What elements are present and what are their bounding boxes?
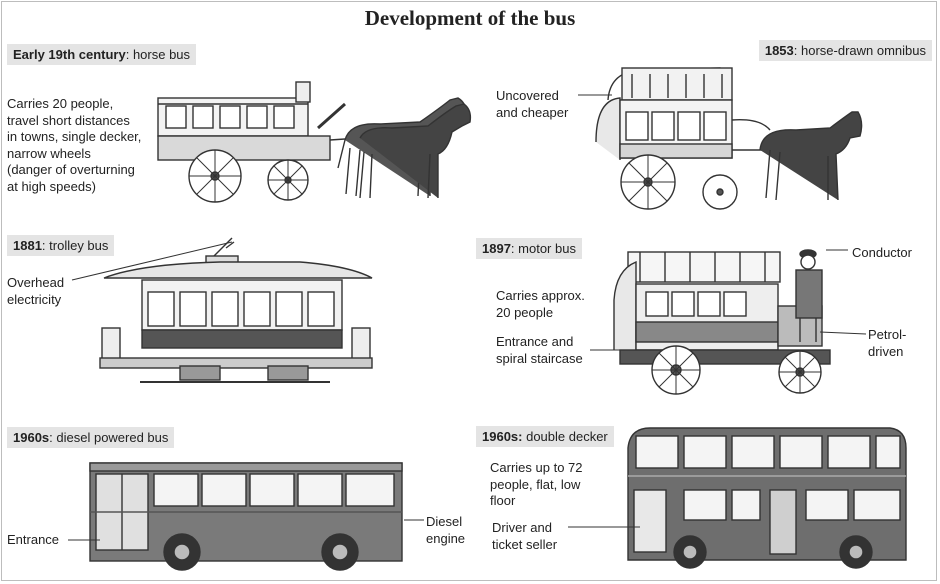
double-decker-name: double decker: [522, 429, 608, 444]
horse-bus-tag: Early 19th century: horse bus: [7, 44, 197, 65]
horse-bus-name: : horse bus: [125, 47, 191, 62]
note-line: travel short distances: [7, 112, 130, 128]
trolley-bus-name: : trolley bus: [41, 238, 109, 253]
diesel-bus-period: 1960s: [13, 430, 50, 445]
note-line: electricity: [7, 291, 62, 307]
leader-lines: [68, 94, 867, 541]
note-line: in towns, single decker,: [7, 129, 142, 144]
note-line: Uncovered: [496, 88, 559, 103]
diesel-bus-name: : diesel powered bus: [49, 430, 169, 445]
horse-bus-notes: Carries 20 people, travel short distance…: [7, 96, 141, 195]
note-line: Driver and: [492, 520, 552, 535]
double-decker-tag: 1960s: double decker: [476, 426, 614, 447]
omnibus-notes: Uncovered and cheaper: [496, 88, 568, 121]
note-line: Overhead: [7, 275, 65, 290]
double-decker-illustration: [627, 427, 907, 569]
horse-bus-period: Early 19th century: [13, 47, 126, 62]
horse-bus-illustration: [157, 81, 472, 203]
note-line: Conductor: [852, 245, 912, 260]
omnibus-period: 1853: [764, 43, 794, 58]
omnibus-tag: 1853: horse-drawn omnibus: [758, 40, 932, 61]
motor-bus-name: : motor bus: [510, 241, 576, 256]
trolley-bus-period: 1881: [13, 238, 42, 253]
note-line: Petrol-: [868, 327, 907, 342]
note-line: Entrance and: [496, 334, 574, 349]
note-line: ticket seller: [492, 536, 558, 552]
note-line: (danger of overturning: [7, 162, 135, 177]
motor-bus-period: 1897: [482, 241, 511, 256]
note-line: Entrance: [7, 532, 60, 547]
diesel-bus-engine: Diesel engine: [426, 514, 465, 547]
note-line: narrow wheels: [7, 145, 91, 161]
note-line: Carries up to 72: [490, 460, 583, 475]
trolley-bus-tag: 1881: trolley bus: [7, 235, 115, 256]
omnibus-name: : horse-drawn omnibus: [793, 43, 926, 58]
note-line: spiral staircase: [496, 350, 583, 366]
note-line: people, flat, low: [490, 476, 581, 492]
diesel-bus-tag: 1960s: diesel powered bus: [7, 427, 175, 448]
diesel-bus-illustration: [89, 462, 403, 571]
diesel-bus-entrance: Entrance: [7, 532, 59, 549]
motor-bus-capacity: Carries approx. 20 people: [496, 288, 585, 321]
note-line: Carries 20 people,: [7, 96, 114, 111]
double-decker-notes: Carries up to 72 people, flat, low floor: [490, 460, 583, 510]
note-line: 20 people: [496, 304, 554, 320]
note-line: and cheaper: [496, 104, 569, 120]
motor-bus-illustration: [613, 249, 831, 395]
note-line: driven: [868, 343, 904, 359]
double-decker-period: 1960s:: [482, 429, 523, 444]
note-line: floor: [490, 493, 516, 508]
double-decker-driver: Driver and ticket seller: [492, 520, 557, 553]
motor-bus-entrance: Entrance and spiral staircase: [496, 334, 583, 367]
motor-bus-petrol: Petrol- driven: [868, 327, 906, 360]
note-line: at high speeds): [7, 178, 96, 194]
trolley-bus-illustration: [99, 237, 373, 383]
note-line: Carries approx.: [496, 288, 585, 303]
note-line: Diesel: [426, 514, 463, 529]
motor-bus-tag: 1897: motor bus: [476, 238, 582, 259]
note-line: engine: [426, 530, 466, 546]
omnibus-illustration: [595, 67, 863, 210]
motor-bus-conductor: Conductor: [852, 245, 912, 262]
page-title: Development of the bus: [364, 6, 576, 30]
trolley-bus-notes: Overhead electricity: [7, 275, 64, 308]
